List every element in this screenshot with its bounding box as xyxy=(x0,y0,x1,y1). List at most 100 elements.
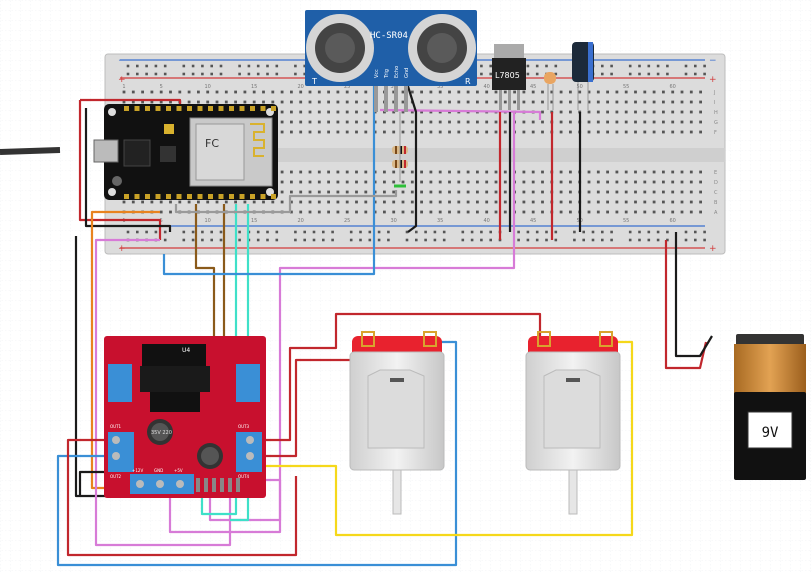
header-pin xyxy=(229,106,234,111)
column-number-top: 10 xyxy=(205,84,211,90)
row-letter: E xyxy=(714,170,717,176)
electrolytic-capacitor xyxy=(572,42,594,110)
column-number-top: 30 xyxy=(391,84,397,90)
pin-out3-label: OUT3 xyxy=(238,424,250,429)
header-pin xyxy=(218,194,224,199)
header-pin xyxy=(176,194,182,199)
svg-text:−: − xyxy=(118,56,126,66)
header-pin xyxy=(239,106,245,111)
header-pin xyxy=(145,106,150,111)
pin-out1-label: OUT1 xyxy=(110,424,122,429)
column-number-bottom: 30 xyxy=(391,218,397,224)
header-pin xyxy=(229,194,234,199)
column-number-bottom: 35 xyxy=(437,218,443,224)
sensor-label: HC-SR04 xyxy=(370,31,408,41)
header-pin xyxy=(166,194,171,199)
header-pin xyxy=(197,194,203,199)
column-number-top: 60 xyxy=(670,84,676,90)
column-number-bottom: 45 xyxy=(530,218,536,224)
row-letter: G xyxy=(714,120,718,126)
svg-text:+: + xyxy=(118,75,126,85)
header-pin xyxy=(218,106,224,111)
header-pin xyxy=(271,106,276,111)
reset-button[interactable] xyxy=(112,176,122,186)
regulator-label: L7805 xyxy=(495,71,520,80)
battery-9v: 9V xyxy=(734,334,806,480)
sensor-pin-gnd: Gnd xyxy=(404,68,410,78)
column-number-top: 1 xyxy=(122,84,125,90)
svg-text:−: − xyxy=(709,56,717,66)
sensor-r-label: R xyxy=(465,77,471,86)
resistors xyxy=(392,112,408,188)
pin-gnd-label: GND xyxy=(154,468,163,473)
motor-driver-board: U4 35V 220 OUT1 OUT2 OUT3 OUT4 +12V GND … xyxy=(104,336,266,498)
header-pin xyxy=(208,106,213,111)
header-pin xyxy=(145,194,150,199)
header-pin xyxy=(134,106,140,111)
column-number-bottom: 5 xyxy=(160,218,163,224)
header-pin xyxy=(176,106,182,111)
row-letter: F xyxy=(714,130,717,136)
pin-out2-label: OUT2 xyxy=(110,474,122,479)
ultrasonic-sensor: HC-SR04 T R Vcc Trig Echo Gnd xyxy=(305,10,477,112)
column-number-top: 55 xyxy=(623,84,629,90)
chip-label: U4 xyxy=(182,347,190,354)
svg-text:+: + xyxy=(118,244,126,254)
sensor-pin-vcc: Vcc xyxy=(374,69,380,78)
antenna-icon xyxy=(250,123,265,157)
header-pin xyxy=(124,194,129,199)
dc-motor-2 xyxy=(525,331,621,515)
header-pin xyxy=(250,106,255,111)
terminal-out3-out4 xyxy=(236,364,260,402)
row-letter: C xyxy=(714,190,718,196)
driver-header-pin xyxy=(212,478,216,492)
header-pin xyxy=(166,106,171,111)
column-number-top: 50 xyxy=(577,84,583,90)
header-pin xyxy=(197,106,203,111)
module-mark: FC xyxy=(205,137,219,150)
column-number-top: 35 xyxy=(437,84,443,90)
voltage-regulator: L7805 xyxy=(492,44,526,110)
column-number-top: 5 xyxy=(160,84,163,90)
sensor-pin-echo: Echo xyxy=(394,66,400,78)
driver-header-pin xyxy=(228,478,232,492)
sensor-t-label: T xyxy=(311,77,317,86)
usb-port xyxy=(93,139,119,163)
header-pin xyxy=(239,194,245,199)
header-pin xyxy=(187,106,192,111)
svg-text:+: + xyxy=(709,244,717,254)
column-number-bottom: 60 xyxy=(670,218,676,224)
column-number-bottom: 15 xyxy=(251,218,257,224)
column-number-top: 40 xyxy=(484,84,490,90)
header-pin xyxy=(155,106,161,111)
header-pin xyxy=(250,194,255,199)
header-pin xyxy=(208,194,213,199)
row-letter: I xyxy=(714,100,715,106)
nodemcu-board: FC xyxy=(93,104,278,200)
column-number-bottom: 40 xyxy=(484,218,490,224)
column-number-bottom: 25 xyxy=(344,218,350,224)
column-number-top: 25 xyxy=(344,84,350,90)
pin-out4-label: OUT4 xyxy=(238,474,250,479)
driver-header-pin xyxy=(204,478,208,492)
column-number-top: 15 xyxy=(251,84,257,90)
sensor-pin-trig: Trig xyxy=(384,69,390,79)
driver-cap-label: 35V 220 xyxy=(151,430,172,436)
row-letter: D xyxy=(714,180,718,186)
svg-text:+: + xyxy=(709,75,717,85)
column-number-bottom: 10 xyxy=(205,218,211,224)
header-pin xyxy=(260,106,266,111)
pin-5v-label: +5V xyxy=(174,468,183,473)
row-letter: H xyxy=(714,110,718,116)
ceramic-capacitor xyxy=(544,72,556,110)
pin-12v-label: +12V xyxy=(132,468,143,473)
header-pin xyxy=(260,194,266,199)
column-number-bottom: 55 xyxy=(623,218,629,224)
driver-header-pin xyxy=(236,478,240,492)
column-number-bottom: 20 xyxy=(298,218,304,224)
header-pin xyxy=(124,106,129,111)
column-number-top: 45 xyxy=(530,84,536,90)
row-letter: A xyxy=(714,210,718,216)
